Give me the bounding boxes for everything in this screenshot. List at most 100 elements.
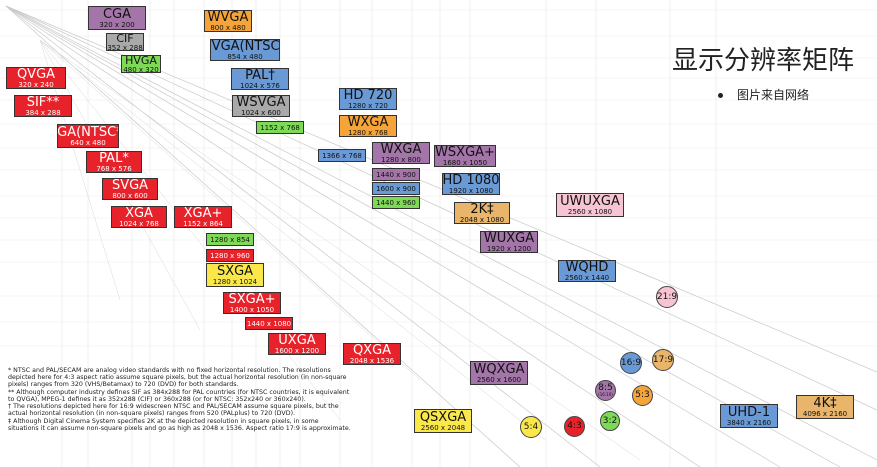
resolution-name: SIF** <box>26 95 60 110</box>
resolution-name: VGA(NTSC*) <box>57 124 118 140</box>
resolution-box: SIF**384 x 288 <box>14 95 72 117</box>
resolution-dims: 2560 x 2048 <box>420 423 466 432</box>
resolution-dims: 2560 x 1440 <box>564 273 610 282</box>
resolution-name: WXGA <box>380 142 422 157</box>
resolution-dims: 4096 x 2160 <box>802 409 848 418</box>
resolution-dims: 800 x 480 <box>210 23 246 32</box>
resolution-box: 1440 x 960 <box>372 196 420 209</box>
resolution-box: 1280 x 854 <box>206 233 254 246</box>
resolution-dims: 1280 x 720 <box>348 101 388 110</box>
footnote-line: ‡ Although Digital Cinema System specifi… <box>8 417 319 425</box>
resolution-dims: 768 x 576 <box>96 164 132 173</box>
resolution-dims: 1280 x 800 <box>381 155 421 164</box>
footnote-line: situations it can assume non-square pixe… <box>8 424 351 432</box>
aspect-ratio-label: 5:4 <box>523 421 539 432</box>
resolution-dims: 1400 x 1050 <box>229 305 275 314</box>
ratio-ray <box>5 5 877 411</box>
ratio-ray <box>5 5 521 467</box>
resolution-dims: 1152 x 864 <box>183 219 223 228</box>
resolution-name: WVGA(NTSC†) <box>211 39 280 54</box>
ratio-ray <box>5 5 601 467</box>
aspect-ratio-label: 5:3 <box>635 390 650 400</box>
resolution-name: PAL† <box>245 68 275 83</box>
resolution-box: 1280 x 960 <box>206 249 254 262</box>
resolution-name: PAL* <box>99 151 129 166</box>
guide-line <box>39 39 341 421</box>
resolution-name: UHD-1 <box>727 404 771 420</box>
resolution-box: WVGA(NTSC†)854 x 480 <box>210 39 280 61</box>
footnote-line: ** Although computer industry defines SI… <box>8 388 350 396</box>
resolution-name: WQXGA <box>473 361 525 377</box>
resolution-box: VGA(NTSC*)640 x 480 <box>57 124 119 148</box>
resolution-box: 1440 x 900 <box>372 168 420 181</box>
resolution-name: UWUXGA <box>560 193 620 209</box>
resolution-name: QVGA <box>16 67 56 82</box>
resolution-dims: 1920 x 1200 <box>486 244 532 253</box>
bullet-item: 图片来自网络 <box>718 86 809 103</box>
aspect-ratio-circle: 5:3 <box>632 385 653 406</box>
aspect-ratio-sublabel: (16:10) <box>598 392 613 397</box>
resolution-name: HVGA <box>125 55 157 67</box>
ratio-ray <box>5 5 877 461</box>
resolution-name: WSVGA <box>236 95 286 110</box>
resolution-dims: 640 x 480 <box>70 138 106 147</box>
resolution-name: WXGA <box>347 115 389 130</box>
resolution-dims: 2560 x 1600 <box>476 375 522 384</box>
aspect-ratio-label: 4:3 <box>567 421 582 431</box>
resolution-box: 4K‡4096 x 2160 <box>796 395 854 419</box>
footnote-line: to QVGA), MPEG-1 defines it as 352x288 (… <box>8 395 306 403</box>
resolution-box: PAL*768 x 576 <box>86 151 142 173</box>
aspect-ratio-circle: 21:9 <box>656 286 678 308</box>
resolution-box: WSXGA+1680 x 1050 <box>434 145 496 167</box>
footnote-line: * NTSC and PAL/SECAM are analog video st… <box>8 367 331 374</box>
resolution-dims: 384 x 288 <box>25 108 61 117</box>
resolution-dims: 1152 x 768 <box>260 123 300 132</box>
resolution-dims: 2560 x 1080 <box>567 207 613 216</box>
aspect-ratio-circle: 16:9 <box>620 352 642 374</box>
resolution-name: HD 720 <box>343 88 393 103</box>
resolution-dims: 1280 x 960 <box>210 251 250 260</box>
ratio-ray <box>5 5 841 467</box>
aspect-ratio-circle: 17:9 <box>652 349 674 371</box>
resolution-dims: 1440 x 1080 <box>246 319 292 328</box>
guide-line <box>39 39 546 441</box>
resolution-name: 4K‡ <box>813 395 837 411</box>
resolution-dims: 1024 x 768 <box>119 219 159 228</box>
footnote-line: depicted here for 4:3 aspect ratio assum… <box>8 374 347 382</box>
resolution-name: SVGA <box>111 178 149 193</box>
aspect-ratio-label: 8:5 <box>598 383 613 393</box>
resolution-dims: 320 x 200 <box>99 20 135 29</box>
resolution-dims: 1366 x 768 <box>322 151 362 160</box>
footnotes: * NTSC and PAL/SECAM are analog video st… <box>8 367 403 432</box>
resolution-name: QSXGA <box>419 409 467 425</box>
resolution-name: HD 1080 <box>442 173 500 188</box>
resolution-dims: 320 x 240 <box>18 80 54 89</box>
aspect-ratio-circle: 5:4 <box>520 416 542 438</box>
aspect-ratio-label: 21:9 <box>656 291 678 302</box>
resolution-dims: 3840 x 2160 <box>726 418 772 427</box>
resolution-dims: 1600 x 900 <box>376 184 416 193</box>
resolution-name: WVGA <box>207 10 249 25</box>
resolution-dims: 1280 x 854 <box>210 235 250 244</box>
resolution-dims: 1024 x 576 <box>240 81 280 90</box>
bullet-text: 图片来自网络 <box>737 88 810 102</box>
aspect-ratio-label: 16:9 <box>620 357 642 368</box>
resolution-name: 2K‡ <box>470 202 494 217</box>
resolution-dims: 1440 x 900 <box>376 170 416 179</box>
resolution-dims: 1920 x 1080 <box>448 186 494 195</box>
aspect-ratio-circle: 3:2 <box>600 411 620 431</box>
resolution-name: XGA+ <box>183 206 223 221</box>
resolution-dims: 800 x 600 <box>112 191 148 200</box>
